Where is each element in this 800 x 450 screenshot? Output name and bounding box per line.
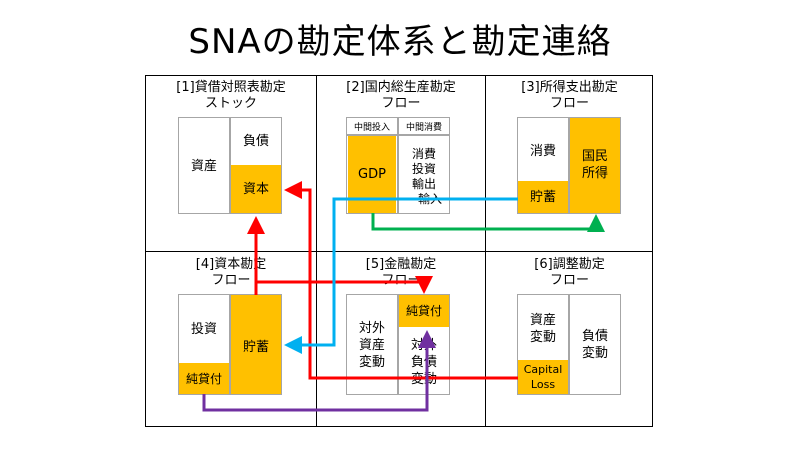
- cell3-box-divider: [568, 117, 570, 214]
- cell4-subtitle: フロー: [211, 273, 251, 288]
- red-saving-to-net-lending-arrow: [254, 276, 433, 295]
- cell2-intermediate-input-label: 中間投入: [353, 123, 390, 133]
- cell6-left-line1: 資産: [529, 313, 556, 328]
- cell3-subtitle: フロー: [549, 96, 589, 111]
- cell6-box-divider: [568, 294, 570, 395]
- cell5-box-divider: [397, 294, 399, 395]
- cell5-foreign-asset-change: 対外 資産 変動: [347, 320, 397, 371]
- cell4-header: [4]資本勘定 フロー: [146, 257, 316, 289]
- cell3-header: [3]所得支出勘定 フロー: [486, 80, 653, 112]
- cell6-right-line1: 負債: [581, 329, 608, 344]
- cell2-consumption-label: 消費: [411, 147, 436, 161]
- cell5-net-lending-block: [399, 295, 449, 327]
- cell6-subtitle: フロー: [549, 273, 589, 288]
- cell6-asset-change: 資産 変動: [518, 312, 568, 346]
- cell4-investment-label: 投資: [190, 322, 217, 337]
- cell5-net-lending-label: 純貸付: [405, 304, 442, 318]
- cell4-box-divider: [229, 294, 231, 395]
- cell6-capital-loss-line2: Loss: [530, 378, 556, 391]
- cell4-net-lending-block: [179, 363, 229, 394]
- cell3-income-line2: 所得: [581, 166, 608, 181]
- green-gdp-to-national-income-arrow: [371, 213, 605, 232]
- page-title: SNAの勘定体系と勘定連絡: [188, 22, 612, 62]
- grid-divider-h: [145, 251, 653, 252]
- cell6-capital-loss-line1: Capital: [523, 363, 563, 376]
- cell5-left-line1: 対外: [358, 321, 385, 336]
- cell2-export-label: 輸出: [411, 177, 436, 191]
- cell6-capital-loss-block: [518, 360, 568, 394]
- cell3-title: [3]所得支出勘定: [521, 80, 618, 95]
- cell4-saving-label: 貯蓄: [242, 340, 269, 355]
- cell2-intermediate-consumption-label: 中間消費: [405, 123, 442, 133]
- cell1-capital-block: [231, 165, 281, 213]
- cell5-left-line3: 変動: [358, 355, 385, 370]
- cell5-right-line2: 負債: [410, 355, 437, 370]
- cell2-title: [2]国内総生産勘定: [346, 80, 456, 95]
- cell1-box-divider: [229, 117, 231, 214]
- blue-gdp-to-saving-arrow: [284, 197, 518, 354]
- cell2-investment-label: 投資: [411, 162, 436, 176]
- cell4-title: [4]資本勘定: [195, 257, 267, 272]
- cell1-asset-label: 資産: [190, 159, 217, 174]
- cell3-consumption-label: 消費: [529, 144, 556, 159]
- cell6-capital-loss-label: Capital Loss: [518, 362, 568, 392]
- cell3-national-income-block: [570, 118, 620, 213]
- cell6-title: [6]調整勘定: [534, 257, 605, 272]
- cell6-header: [6]調整勘定 フロー: [486, 257, 653, 289]
- cell2-subtitle: フロー: [381, 96, 421, 111]
- cell3-income-line1: 国民: [581, 149, 608, 164]
- cell5-title: [5]金融勘定: [365, 257, 437, 272]
- cell4-saving-block: [231, 295, 281, 394]
- cell6-right-line2: 変動: [581, 346, 608, 361]
- cell1-title: [1]貸借対照表勘定: [176, 80, 286, 95]
- cell3-saving-block: [518, 181, 568, 213]
- red-capital-loss-to-capital-arrow: [284, 181, 518, 380]
- cell5-left-line2: 資産: [358, 338, 385, 353]
- cell1-header: [1]貸借対照表勘定 ストック: [146, 80, 316, 112]
- cell3-saving-label: 貯蓄: [529, 190, 556, 205]
- cell2-gdp-label: GDP: [358, 167, 386, 182]
- purple-net-lending-to-financial-arrow: [202, 330, 436, 412]
- cell4-net-lending-label: 純貸付: [185, 372, 222, 386]
- cell1-liability-label: 負債: [242, 134, 269, 149]
- cell3-national-income-label: 国民 所得: [570, 148, 620, 182]
- cell6-liability-change: 負債 変動: [570, 328, 620, 362]
- cell2-box-divider: [397, 117, 399, 214]
- cell1-subtitle: ストック: [204, 96, 257, 111]
- cell6-left-line2: 変動: [529, 330, 556, 345]
- cell2-header: [2]国内総生産勘定 フロー: [316, 80, 486, 112]
- cell1-capital-label: 資本: [242, 182, 269, 197]
